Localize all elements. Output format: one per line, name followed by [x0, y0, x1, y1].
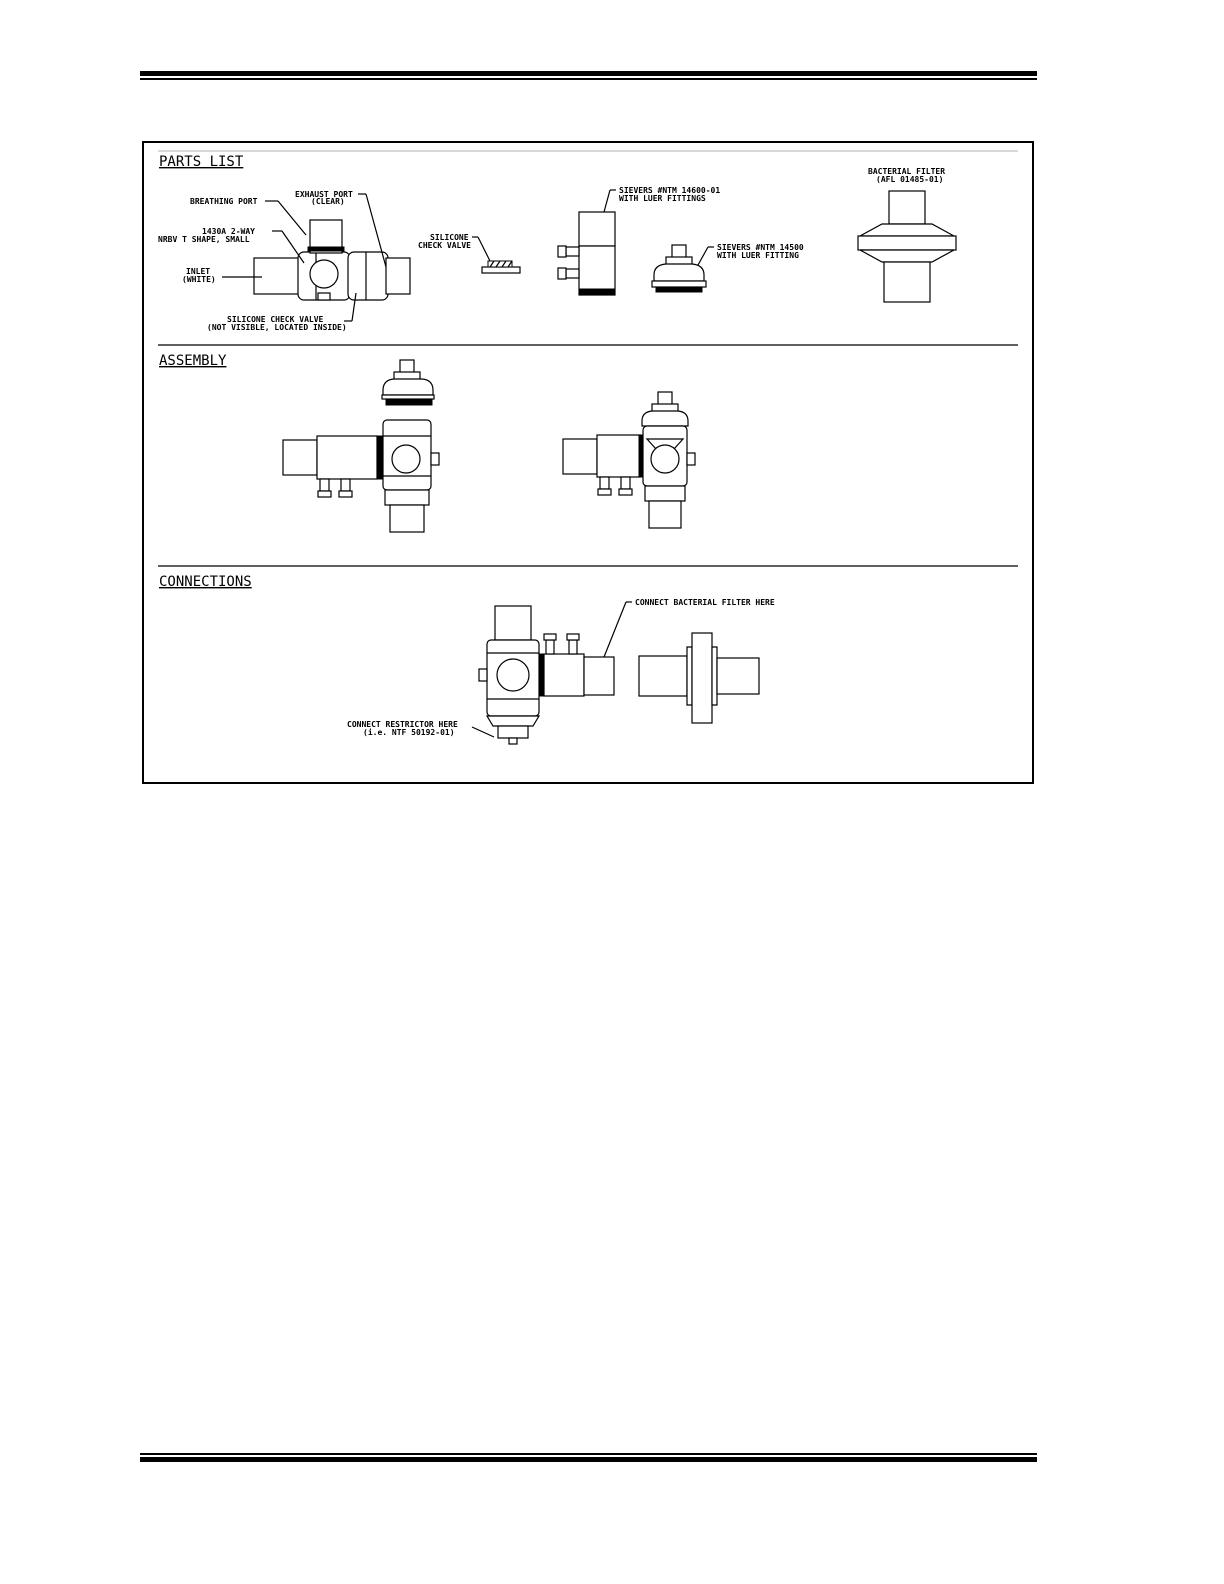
header-rule-thick [140, 71, 1037, 76]
bacterial-filter-label-1: BACTERIAL FILTER [868, 167, 945, 176]
bacterial-filter-label-2: (AFL 01485-01) [876, 175, 943, 184]
footer-rule-thick [140, 1457, 1037, 1462]
silicone-check-valve-part [472, 236, 521, 274]
sievers-14600-part [557, 189, 616, 296]
silicone-check-valve-label-2: CHECK VALVE [418, 241, 471, 250]
connect-restrictor-label-1: CONNECT RESTRICTOR HERE [347, 720, 458, 729]
assembly-diagram: PARTS LIST ASSEMBLY CONNECTIONS BREATHIN… [142, 141, 1034, 784]
sievers-14500-label-2: WITH LUER FITTING [717, 251, 799, 260]
exhaust-port-label-1: EXHAUST PORT [295, 190, 353, 199]
exhaust-port-label-2: (CLEAR) [311, 197, 345, 206]
sievers-14600-label-2: WITH LUER FITTINGS [619, 194, 706, 203]
assembly-exploded-view [282, 359, 440, 533]
inlet-label-1: INLET [186, 267, 210, 276]
connections-view [471, 601, 760, 745]
connect-restrictor-label-2: (i.e. NTF 50192-01) [363, 727, 455, 737]
connect-filter-label: CONNECT BACTERIAL FILTER HERE [635, 598, 775, 607]
assembly-heading: ASSEMBLY [159, 353, 227, 369]
breathing-port-label: BREATHING PORT [190, 197, 258, 206]
t-valve-part [253, 219, 411, 301]
bacterial-filter-part [857, 190, 957, 303]
check-valve-inside-label-1: SILICONE CHECK VALVE [227, 315, 324, 324]
t-valve-leaders [222, 193, 387, 322]
check-valve-inside-label-2: (NOT VISIBLE, LOCATED INSIDE) [207, 323, 347, 332]
parts-list-heading: PARTS LIST [159, 154, 244, 170]
valve-name-label-2: NRBV T SHAPE, SMALL [158, 235, 250, 244]
header-rule-thin [140, 78, 1037, 80]
sievers-14500-label-1: SIEVERS #NTM 14500 [717, 243, 804, 252]
inlet-label-2: (WHITE) [182, 275, 216, 284]
footer-rule-thin [140, 1453, 1037, 1455]
silicone-check-valve-label-1: SILICONE [430, 233, 469, 242]
valve-name-label-1: 1430A 2-WAY [202, 227, 255, 236]
assembly-combined-view [562, 391, 696, 529]
sievers-14600-label-1: SIEVERS #NTM 14600-01 [619, 186, 720, 195]
sievers-14500-part [651, 244, 714, 293]
connections-heading: CONNECTIONS [159, 574, 252, 590]
